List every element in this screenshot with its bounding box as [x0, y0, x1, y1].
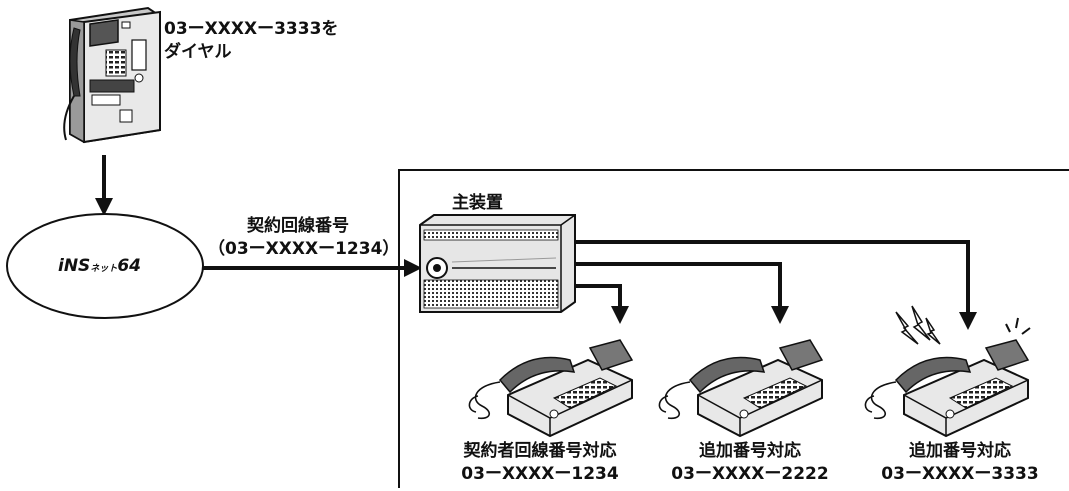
public-phone-icon: [63, 6, 161, 144]
phone-2-label: 追加番号対応: [699, 441, 801, 461]
contract-line-number: （03ーXXXXー1234）: [208, 239, 400, 259]
desk-phone-2-icon: [658, 339, 824, 438]
dial-instruction-line2: ダイヤル: [164, 42, 232, 62]
premises-enclosure: [398, 169, 1069, 488]
desk-phone-1-icon: [468, 339, 634, 438]
arrow-down-icon: [771, 306, 789, 324]
phone-3-number: 03ーXXXXー3333: [881, 464, 1039, 484]
ins-net-64-logo: iNSネット64: [58, 256, 141, 276]
logo-small: ネット: [90, 264, 118, 274]
phone-3-label: 追加番号対応: [909, 441, 1011, 461]
logo-num: 64: [117, 256, 141, 276]
phone-2-number: 03ーXXXXー2222: [671, 464, 829, 484]
main-unit-label: 主装置: [452, 193, 503, 213]
main-unit-icon: [419, 214, 576, 313]
ringing-lightning-icon: [895, 305, 941, 345]
arrow-right-icon: [404, 259, 422, 277]
desk-phone-3-icon: [864, 339, 1030, 438]
ringing-sparkle-icon: [1005, 317, 1031, 335]
arrow-down-icon: [611, 306, 629, 324]
phone-1-label: 契約者回線番号対応: [463, 441, 617, 461]
contract-line-label: 契約回線番号: [247, 216, 349, 236]
phone-1-number: 03ーXXXXー1234: [461, 464, 619, 484]
logo-main: iNS: [58, 256, 91, 276]
dial-instruction-line1: 03ーXXXXー3333を: [164, 19, 339, 39]
arrow-down-icon: [95, 198, 113, 216]
arrow-down-icon: [959, 312, 977, 330]
